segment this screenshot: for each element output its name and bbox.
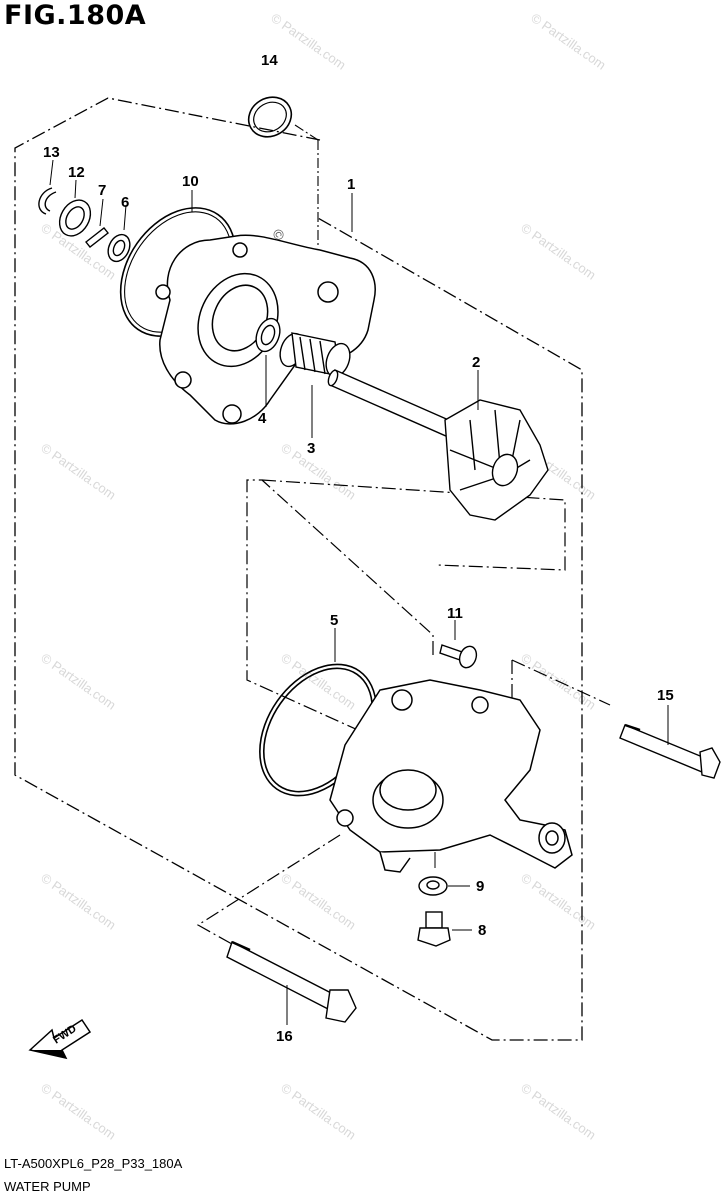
watermark: © Partzilla.com	[518, 1080, 598, 1143]
callouts: 14 13 12 7 6 10 1 2 4 3 5 11 15 9 8 16	[43, 52, 674, 1045]
bolt-15	[619, 705, 721, 779]
callout-10: 10	[182, 173, 199, 190]
watermark: © Partzilla.com	[518, 220, 598, 283]
callout-9: 9	[476, 878, 484, 895]
callout-12: 12	[68, 164, 85, 181]
watermark: © Partzilla.com	[518, 870, 598, 933]
callout-6: 6	[121, 194, 129, 211]
figure-title: FIG.180A	[4, 0, 147, 31]
pump-housing	[329, 679, 573, 873]
leader-lines	[191, 190, 353, 232]
callout-11: 11	[447, 605, 463, 622]
diagram-code: LT-A500XPL6_P28_P33_180A	[4, 1156, 183, 1171]
watermark: © Partzilla.com	[278, 650, 358, 713]
o-ring-14	[247, 96, 319, 245]
callout-16: 16	[276, 1028, 293, 1045]
watermark: © Partzilla.com	[268, 10, 348, 73]
drain-bolt-8	[417, 911, 472, 947]
callout-2: 2	[472, 354, 480, 371]
pin-7	[85, 198, 109, 248]
watermark: © Partzilla.com	[38, 440, 118, 503]
assembly-outline	[14, 97, 583, 1041]
watermark: © Partzilla.com	[278, 440, 358, 503]
callout-13: 13	[43, 144, 60, 161]
callout-5: 5	[330, 612, 338, 629]
oil-seal-4	[255, 317, 281, 407]
watermark: © Partzilla.com	[38, 650, 118, 713]
fwd-arrow-icon: FWD	[28, 1018, 92, 1060]
watermark: © Partzilla.com	[528, 10, 608, 73]
screw-11	[439, 620, 478, 669]
callout-14: 14	[261, 52, 278, 69]
impeller-2	[327, 369, 549, 521]
watermark: © Partzilla.com	[38, 870, 118, 933]
washer-9	[418, 876, 470, 896]
callout-1: 1	[347, 176, 355, 193]
watermark-layer: © Partzilla.com © Partzilla.com © Partzi…	[38, 10, 608, 1143]
callout-3: 3	[307, 440, 315, 457]
washer-6	[107, 204, 131, 263]
callout-7: 7	[98, 182, 106, 199]
watermark: © Partzilla.com	[278, 1080, 358, 1143]
circlip-13	[38, 159, 57, 215]
shaft-seal-12	[58, 179, 92, 237]
mechanical-seal-3	[279, 332, 351, 438]
diagram-name: WATER PUMP	[4, 1179, 91, 1194]
bolt-16	[226, 940, 357, 1025]
housing-frame	[246, 479, 434, 741]
callout-15: 15	[657, 687, 674, 704]
callout-8: 8	[478, 922, 486, 939]
callout-4: 4	[258, 410, 267, 427]
watermark: © Partzilla.com	[38, 1080, 118, 1143]
watermark: © Partzilla.com	[278, 870, 358, 933]
housing-frame	[261, 479, 566, 571]
housing-frame	[511, 659, 611, 706]
